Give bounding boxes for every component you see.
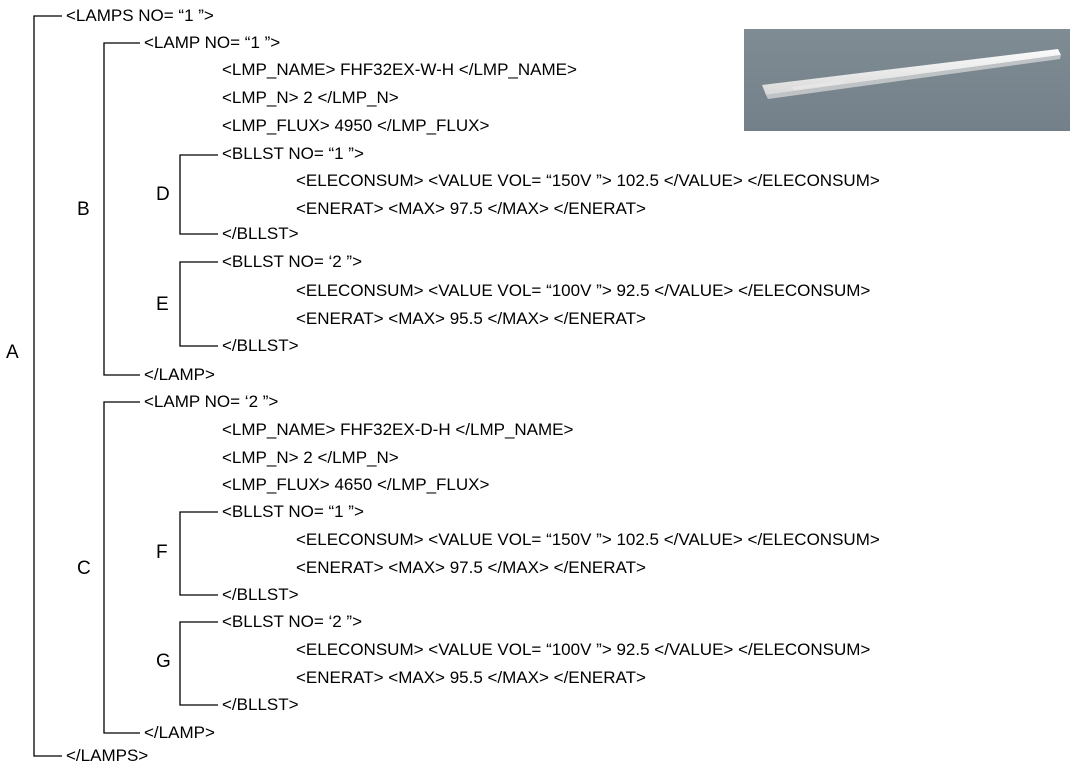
bracket-label-e: E xyxy=(156,294,169,315)
xml-line-lamp2-flux: <LMP_FLUX> 4650 </LMP_FLUX> xyxy=(222,475,490,494)
bracket-label-d: D xyxy=(156,184,170,205)
bracket-c-line xyxy=(103,401,140,734)
bracket-a-line xyxy=(33,15,62,757)
xml-line-lamp1-close: </LAMP> xyxy=(144,365,215,384)
xml-line-lamp2-bllst2-close: </BLLST> xyxy=(222,695,299,714)
xml-line-lamp1-bllst2-enerat: <ENERAT> <MAX> 95.5 </MAX> </ENERAT> xyxy=(296,309,646,328)
bracket-g-line xyxy=(179,621,218,706)
xml-line-lamp2-close: </LAMP> xyxy=(144,723,215,742)
bracket-d-line xyxy=(179,154,218,235)
xml-line-lamp1-bllst2-eleconsum: <ELECONSUM> <VALUE VOL= “100V ”> 92.5 </… xyxy=(296,281,871,300)
xml-line-lamp1-bllst1-close: </BLLST> xyxy=(222,224,299,243)
xml-line-lamp1-flux: <LMP_FLUX> 4950 </LMP_FLUX> xyxy=(222,116,490,135)
xml-line-lamp2-n: <LMP_N> 2 </LMP_N> xyxy=(222,448,399,467)
bracket-label-f: F xyxy=(156,542,168,563)
xml-line-lamp1-name: <LMP_NAME> FHF32EX-W-H </LMP_NAME> xyxy=(222,60,577,79)
xml-line-lamp2-bllst1-close: </BLLST> xyxy=(222,585,299,604)
lamp-fixture-illustration xyxy=(762,49,1061,99)
xml-line-lamp1-open: <LAMP NO= “1 ”> xyxy=(144,33,281,52)
xml-line-lamp2-name: <LMP_NAME> FHF32EX-D-H </LMP_NAME> xyxy=(222,420,574,439)
xml-line-lamp2-bllst1-enerat: <ENERAT> <MAX> 97.5 </MAX> </ENERAT> xyxy=(296,558,646,577)
xml-line-lamp2-bllst2-open: <BLLST NO= ‘2 ”> xyxy=(222,612,363,631)
xml-line-lamp1-bllst2-close: </BLLST> xyxy=(222,336,299,355)
xml-line-lamp2-bllst2-eleconsum: <ELECONSUM> <VALUE VOL= “100V ”> 92.5 </… xyxy=(296,640,871,659)
bracket-f-line xyxy=(179,511,218,596)
xml-line-lamp1-bllst2-open: <BLLST NO= ‘2 ”> xyxy=(222,252,363,271)
xml-line-lamps-close: </LAMPS> xyxy=(66,746,149,765)
bracket-label-g: G xyxy=(156,651,171,672)
lamp-fixture-photo xyxy=(744,29,1070,131)
xml-line-lamp2-open: <LAMP NO= ‘2 ”> xyxy=(144,392,279,411)
xml-line-lamp1-n: <LMP_N> 2 </LMP_N> xyxy=(222,88,399,107)
bracket-label-b: B xyxy=(77,199,90,220)
xml-line-lamp1-bllst1-enerat: <ENERAT> <MAX> 97.5 </MAX> </ENERAT> xyxy=(296,199,646,218)
bracket-e-line xyxy=(179,261,218,347)
xml-line-lamp2-bllst1-eleconsum: <ELECONSUM> <VALUE VOL= “150V ”> 102.5 <… xyxy=(296,530,880,549)
bracket-label-c: C xyxy=(77,558,91,579)
xml-line-lamp2-bllst1-open: <BLLST NO= “1 ”> xyxy=(222,502,364,521)
bracket-b-line xyxy=(103,42,140,376)
bracket-label-a: A xyxy=(6,342,19,363)
xml-line-lamp1-bllst1-eleconsum: <ELECONSUM> <VALUE VOL= “150V ”> 102.5 <… xyxy=(296,171,880,190)
xml-line-lamp2-bllst2-enerat: <ENERAT> <MAX> 95.5 </MAX> </ENERAT> xyxy=(296,668,646,687)
xml-line-lamp1-bllst1-open: <BLLST NO= “1 ”> xyxy=(222,144,364,163)
xml-line-lamps-open: <LAMPS NO= “1 ”> xyxy=(66,6,214,25)
